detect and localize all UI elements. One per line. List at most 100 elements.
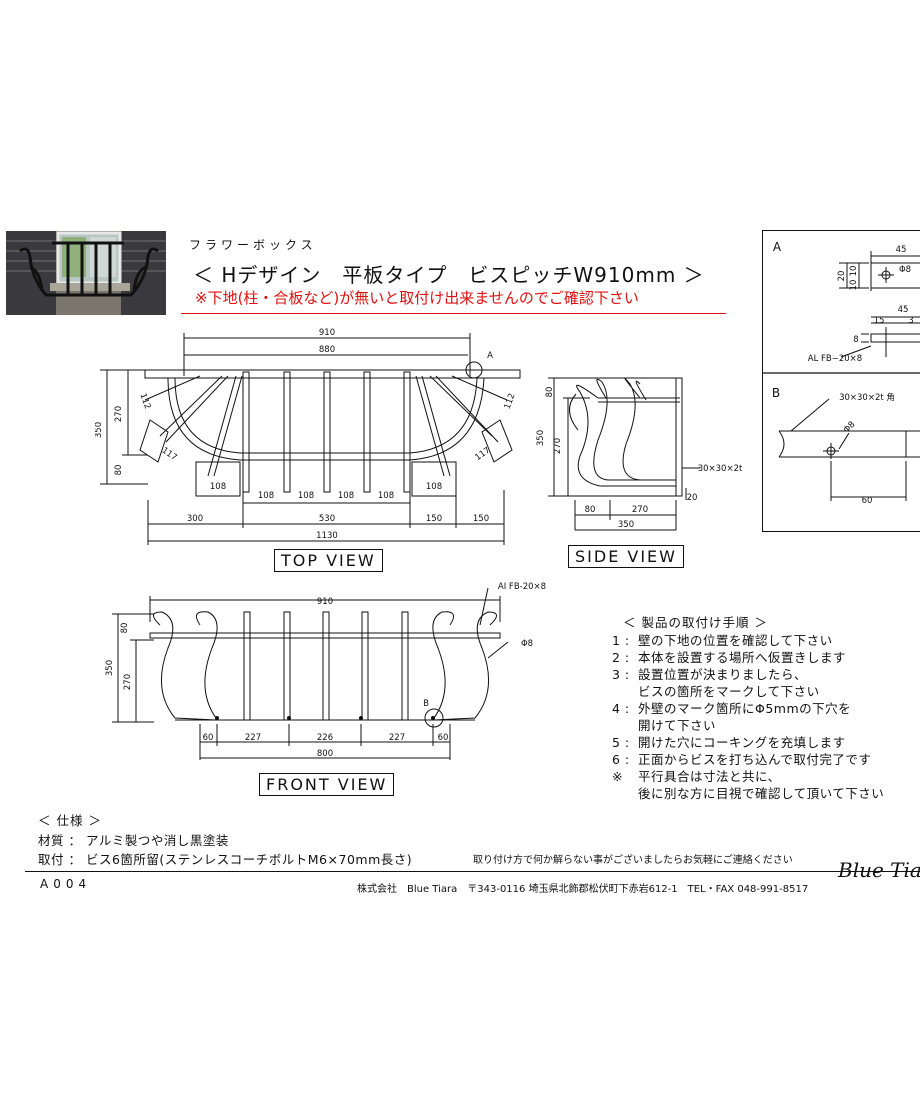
dim-108-c: 108 (298, 491, 314, 501)
steps-title: ＜ 製品の取付け手順 ＞ (623, 615, 768, 630)
mark-b: B (423, 699, 429, 709)
dim-108-d: 108 (338, 491, 354, 501)
step-item: 2 : 本体を設置する場所へ仮置きします (612, 649, 884, 666)
dim-112-left: 112 (137, 392, 152, 411)
dim-1130: 1130 (316, 531, 338, 541)
front-dim-227-a: 227 (245, 733, 261, 743)
side-dim-80: 80 (545, 387, 555, 398)
dim-117-left: 117 (160, 446, 179, 464)
product-title: ＜ Hデザイン 平板タイプ ビスピッチW910mm ＞ (193, 263, 705, 287)
detail-a-10-a: 10 (849, 266, 859, 277)
side-dim-350-bottom: 350 (618, 520, 634, 530)
detail-a-phi: Φ8 (899, 265, 911, 275)
side-view-label: SIDE VIEW (568, 545, 684, 568)
side-dim-20: 20 (687, 493, 698, 503)
front-dim-800: 800 (317, 749, 333, 759)
step-number: 4 : (612, 701, 630, 716)
side-dim-270-bottom: 270 (632, 505, 648, 515)
step-item: 6 : 正面からビスを打ち込んで取付完了です (612, 751, 884, 768)
step-text: 正面からビスを打ち込んで取付完了です (638, 752, 872, 767)
front-dim-226: 226 (317, 733, 333, 743)
note-mark: ※ (612, 769, 623, 784)
step-note: ※ 平行具合は寸法と共に、 後に別な方に目視で確認して頂いて下さい (612, 768, 884, 802)
dim-80: 80 (114, 465, 124, 476)
step-item: 1 : 壁の下地の位置を確認して下さい (612, 632, 884, 649)
step-number: 3 : (612, 667, 630, 682)
front-flat-bar: AI FB-20×8 (498, 582, 546, 592)
top-view-drawing: 910 880 A 350 270 80 112 112 117 117 108… (95, 328, 521, 545)
detail-a-3: 3 (908, 316, 913, 326)
front-dim-60-a: 60 (203, 733, 214, 743)
front-dim-270: 270 (123, 674, 133, 690)
dim-300: 300 (187, 514, 203, 524)
detail-a-10-b: 10 (849, 280, 859, 291)
front-dim-60-b: 60 (438, 733, 449, 743)
step-item: 3 : 設置位置が決まりましたら、 ビスの箇所をマークして下さい (612, 666, 884, 700)
product-category: フラワーボックス (189, 238, 317, 252)
detail-a-8: 8 (853, 335, 858, 345)
side-dim-80-bottom: 80 (585, 505, 596, 515)
top-view-label: TOP VIEW (274, 549, 383, 572)
mark-a: A (487, 351, 493, 361)
dim-112-right: 112 (503, 392, 518, 411)
front-dim-80: 80 (120, 623, 130, 634)
front-view-drawing: 910 AI FB-20×8 Φ8 80 350 270 60 227 226 … (105, 582, 546, 760)
installation-warning: ※下地(柱・合板など)が無いと取付け出来ませんのでご確認下さい (195, 289, 639, 307)
footer-divider (25, 871, 920, 872)
dim-117-right: 117 (473, 446, 492, 464)
detail-panel: A 45 20 10 10 Φ8 45 15 3 8 AL FB−20×8 B … (762, 230, 920, 532)
installation-steps: 1 : 壁の下地の位置を確認して下さい 2 : 本体を設置する場所へ仮置きします 3… (612, 632, 884, 802)
step-number: 6 : (612, 752, 630, 767)
step-text: 設置位置が決まりましたら、 ビスの箇所をマークして下さい (638, 667, 820, 699)
step-text: 外壁のマーク箇所にΦ5mmの下穴を 開けて下さい (638, 701, 852, 733)
dim-150-b: 150 (473, 514, 489, 524)
detail-label-a: A (773, 240, 782, 254)
detail-a-20: 20 (837, 271, 847, 282)
detail-a-flat: AL FB−20×8 (808, 354, 862, 364)
front-view-label: FRONT VIEW (259, 773, 395, 796)
step-item: 4 : 外壁のマーク箇所にΦ5mmの下穴を 開けて下さい (612, 700, 884, 734)
detail-b-phi: Φ8 (842, 420, 858, 436)
step-number: 5 : (612, 735, 630, 750)
side-tube: 30×30×2t (698, 464, 743, 474)
warning-underline (181, 313, 726, 314)
spec-title: ＜ 仕様 ＞ (38, 813, 102, 828)
dim-350: 350 (95, 422, 104, 438)
dim-270: 270 (114, 406, 124, 422)
step-text: 開けた穴にコーキングを充填します (638, 735, 846, 750)
drawing-code: A004 (40, 877, 92, 891)
brand-logo: Blue Tiara (838, 858, 920, 882)
step-text: 本体を設置する場所へ仮置きします (638, 650, 847, 665)
detail-label-b: B (772, 386, 780, 400)
front-dim-910: 910 (317, 597, 333, 607)
detail-a-15: 15 (874, 316, 885, 326)
dim-880: 880 (319, 345, 335, 355)
product-photo (6, 231, 166, 315)
detail-b-tube: 30×30×2t 角 (839, 392, 895, 403)
detail-b-60: 60 (862, 496, 873, 506)
detail-a-45: 45 (896, 245, 907, 255)
step-number: 2 : (612, 650, 630, 665)
dim-108-a: 108 (210, 482, 226, 492)
detail-a-45-b: 45 (898, 305, 909, 315)
dim-108-e: 108 (378, 491, 394, 501)
side-dim-270: 270 (553, 438, 563, 454)
side-dim-350: 350 (536, 430, 546, 446)
contact-note: 取り付け方で何か解らない事がございましたらお気軽にご連絡ください (473, 855, 793, 866)
front-dim-227-b: 227 (389, 733, 405, 743)
spec-mounting: 取付 ： ビス6箇所留(ステンレスコーチボルトM6×70mm長さ) (38, 852, 413, 867)
step-text: 壁の下地の位置を確認して下さい (638, 633, 833, 648)
dim-530: 530 (319, 514, 335, 524)
dim-150-a: 150 (426, 514, 442, 524)
company-address: 株式会社 Blue Tiara 〒343-0116 埼玉県北飾郡松伏町下赤岩61… (357, 884, 809, 895)
step-number: 1 : (612, 633, 630, 648)
dim-108-f: 108 (426, 482, 442, 492)
front-dim-350: 350 (105, 660, 115, 676)
side-view-drawing: 80 350 270 30×30×2t 20 80 270 350 (536, 377, 743, 531)
spec-material: 材質 ： アルミ製つや消し黒塗装 (38, 833, 229, 848)
step-item: 5 : 開けた穴にコーキングを充填します (612, 734, 884, 751)
note-text: 平行具合は寸法と共に、 後に別な方に目視で確認して頂いて下さい (638, 769, 885, 801)
dim-108-b: 108 (258, 491, 274, 501)
dim-910: 910 (319, 328, 335, 338)
front-phi: Φ8 (521, 639, 533, 649)
